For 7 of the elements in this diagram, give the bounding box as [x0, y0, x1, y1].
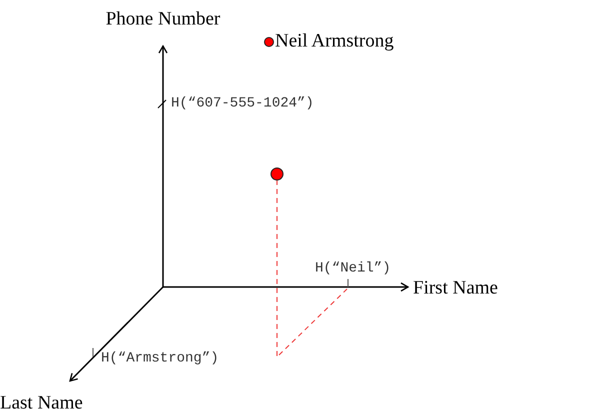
tick-label: H(“Neil”): [315, 261, 391, 277]
axis-label: First Name: [413, 278, 498, 300]
axis-label: Last Name: [0, 394, 83, 414]
tick-label: H(“607-555-1024”): [171, 96, 314, 112]
legend-label: Neil Armstrong: [275, 32, 394, 52]
tick-label: H(“Armstrong”): [101, 351, 219, 367]
axis-label: Phone Number: [106, 10, 220, 30]
